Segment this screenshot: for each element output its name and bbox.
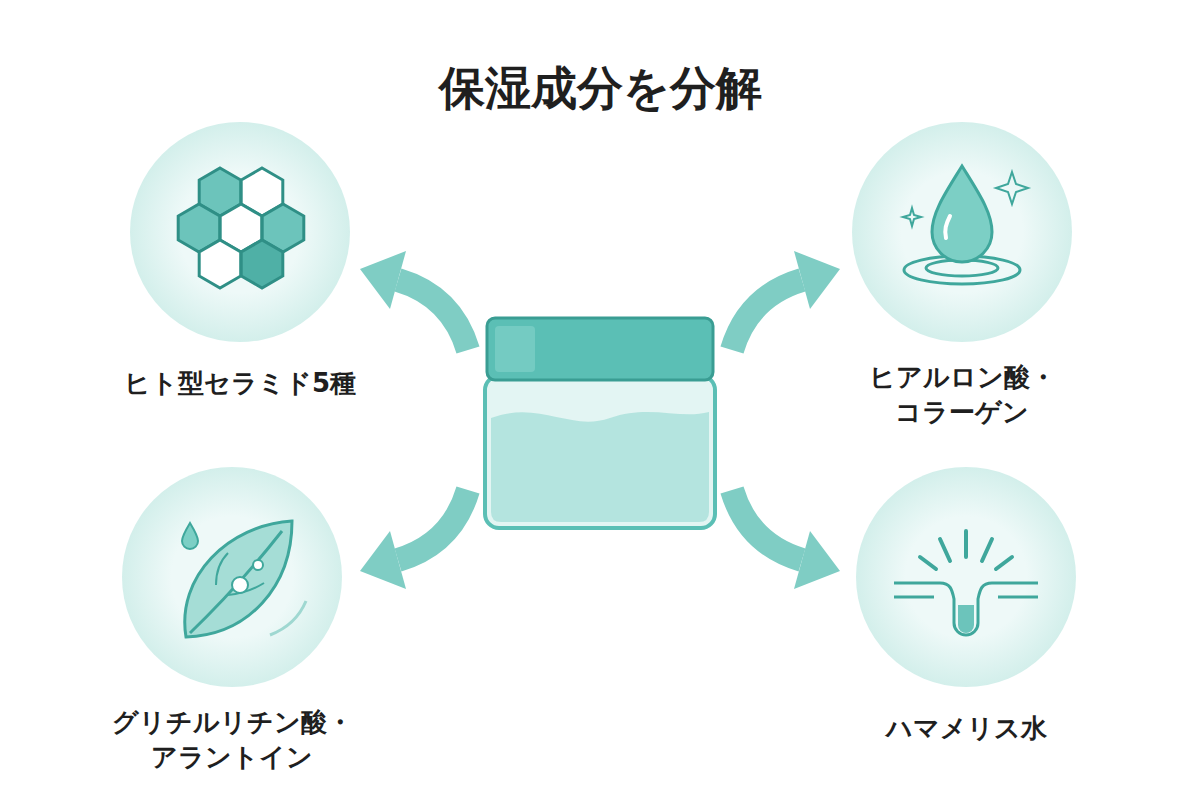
ingredient-icon	[182, 521, 306, 637]
title: 保湿成分を分解	[0, 58, 1200, 120]
cream-jar	[485, 318, 715, 528]
ingredient-node: グリチルリチン酸・ アラントイン	[120, 465, 344, 689]
ingredient-circle	[128, 120, 352, 344]
ingredient-circle	[120, 465, 344, 689]
ingredient-icon	[894, 531, 1038, 635]
curved-arrows	[360, 251, 840, 589]
ingredient-node: ヒアルロン酸・ コラーゲン	[850, 120, 1074, 344]
ingredient-circle	[854, 465, 1078, 689]
ingredient-label: グリチルリチン酸・ アラントイン	[82, 705, 382, 775]
ingredient-label: ハマメリス水	[816, 711, 1116, 746]
ingredient-circle	[850, 120, 1074, 344]
ingredient-icon	[903, 166, 1028, 284]
ingredient-node: ハマメリス水	[854, 465, 1078, 689]
ingredient-label: ヒト型セラミド5種	[90, 366, 390, 401]
ingredient-node: ヒト型セラミド5種	[128, 120, 352, 344]
ingredient-icon	[178, 168, 304, 288]
ingredient-label: ヒアルロン酸・ コラーゲン	[812, 360, 1112, 430]
